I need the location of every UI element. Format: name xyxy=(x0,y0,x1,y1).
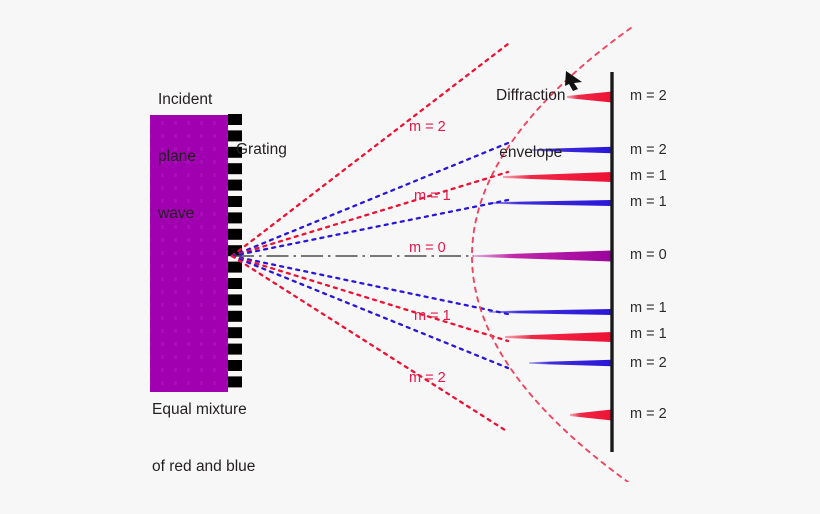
fringe-order-1-red xyxy=(505,332,612,342)
screen-label-order-0-purple: m = 0 xyxy=(630,247,667,263)
grating-slat xyxy=(228,130,242,142)
diffraction-diagram xyxy=(150,27,632,482)
screen-label-order-1-red: m = 1 xyxy=(630,326,667,342)
fringe-order-0-magenta xyxy=(472,250,612,262)
diffraction-envelope-curve xyxy=(471,27,632,482)
grating-slat xyxy=(228,294,242,306)
diffraction-envelope-label-line1: Diffraction xyxy=(496,87,566,104)
ray-label-3: m = 1 xyxy=(414,308,451,324)
mixture-label: Equal mixture of red and blue xyxy=(152,362,255,514)
fringe-order-2-blue xyxy=(530,146,612,154)
grating-slat xyxy=(228,196,242,207)
mixture-label-line2: of red and blue xyxy=(152,458,256,475)
grating-slat xyxy=(228,310,242,322)
diffraction-ray-order-2-red xyxy=(230,42,510,258)
screen-label-order-2-red: m = 2 xyxy=(630,406,667,422)
grating-slat xyxy=(228,212,242,224)
bright-fringes xyxy=(472,91,612,421)
incident-wave-label-line2: plane xyxy=(158,148,196,165)
fringe-order-1-blue xyxy=(489,309,612,315)
grating-slat xyxy=(228,245,242,257)
grating-slats xyxy=(228,114,242,388)
diffraction-ray-order-2-red xyxy=(230,254,510,434)
fringe-order-2-red xyxy=(567,91,612,103)
grating-slat xyxy=(228,114,242,125)
grating-slat xyxy=(228,179,242,191)
fringe-order-2-blue xyxy=(529,359,612,367)
screen-label-order-2-blue: m = 2 xyxy=(630,355,667,371)
mixture-label-line1: Equal mixture xyxy=(152,401,247,418)
grating-slat xyxy=(228,261,242,273)
incident-wave-label: Incident plane wave xyxy=(158,52,212,261)
incident-wave-block xyxy=(150,115,228,392)
diffraction-ray-order-1-red xyxy=(230,254,510,343)
grating-slat xyxy=(228,228,242,240)
envelope-pointer-arrow xyxy=(565,71,582,91)
incident-wave-label-line3: wave xyxy=(158,205,195,222)
screen-label-order-1-blue: m = 1 xyxy=(630,194,667,210)
grating-slat xyxy=(228,327,242,339)
figure-canvas: Incident plane wave Grating Equal mixtur… xyxy=(150,27,667,482)
screen-label-order-1-blue: m = 1 xyxy=(630,300,667,316)
diffraction-ray-order-2-blue xyxy=(230,141,510,258)
screen-label-order-1-red: m = 1 xyxy=(630,168,667,184)
ray-label-0: m = 2 xyxy=(409,119,446,135)
diffraction-ray-order-1-red xyxy=(230,170,510,258)
screen-label-order-2-red: m = 2 xyxy=(630,88,667,104)
grating-slat xyxy=(228,278,242,289)
diffraction-ray-order-1-blue xyxy=(230,198,510,258)
grating-slat xyxy=(228,163,242,175)
grating-slat xyxy=(228,376,242,388)
diffraction-ray-order-1-blue xyxy=(230,254,510,316)
diffraction-envelope-label: Diffraction envelope xyxy=(496,48,566,200)
diffraction-rays xyxy=(230,42,510,434)
grating-label: Grating xyxy=(236,141,287,158)
diffraction-ray-order-2-blue xyxy=(230,254,510,370)
fringe-order-1-blue xyxy=(488,200,612,206)
grating-slat xyxy=(228,343,242,355)
fringe-order-1-red xyxy=(503,172,612,182)
screen-label-order-2-blue: m = 2 xyxy=(630,142,667,158)
grating-slat xyxy=(228,146,242,158)
ray-label-1: m = 1 xyxy=(414,188,451,204)
fringe-order-2-red xyxy=(570,409,612,421)
ray-label-2: m = 0 xyxy=(409,240,446,256)
diffraction-envelope-label-line2: envelope xyxy=(499,144,563,161)
grating-slat xyxy=(228,360,242,371)
incident-wave-label-line1: Incident xyxy=(158,91,213,108)
ray-label-4: m = 2 xyxy=(409,370,446,386)
